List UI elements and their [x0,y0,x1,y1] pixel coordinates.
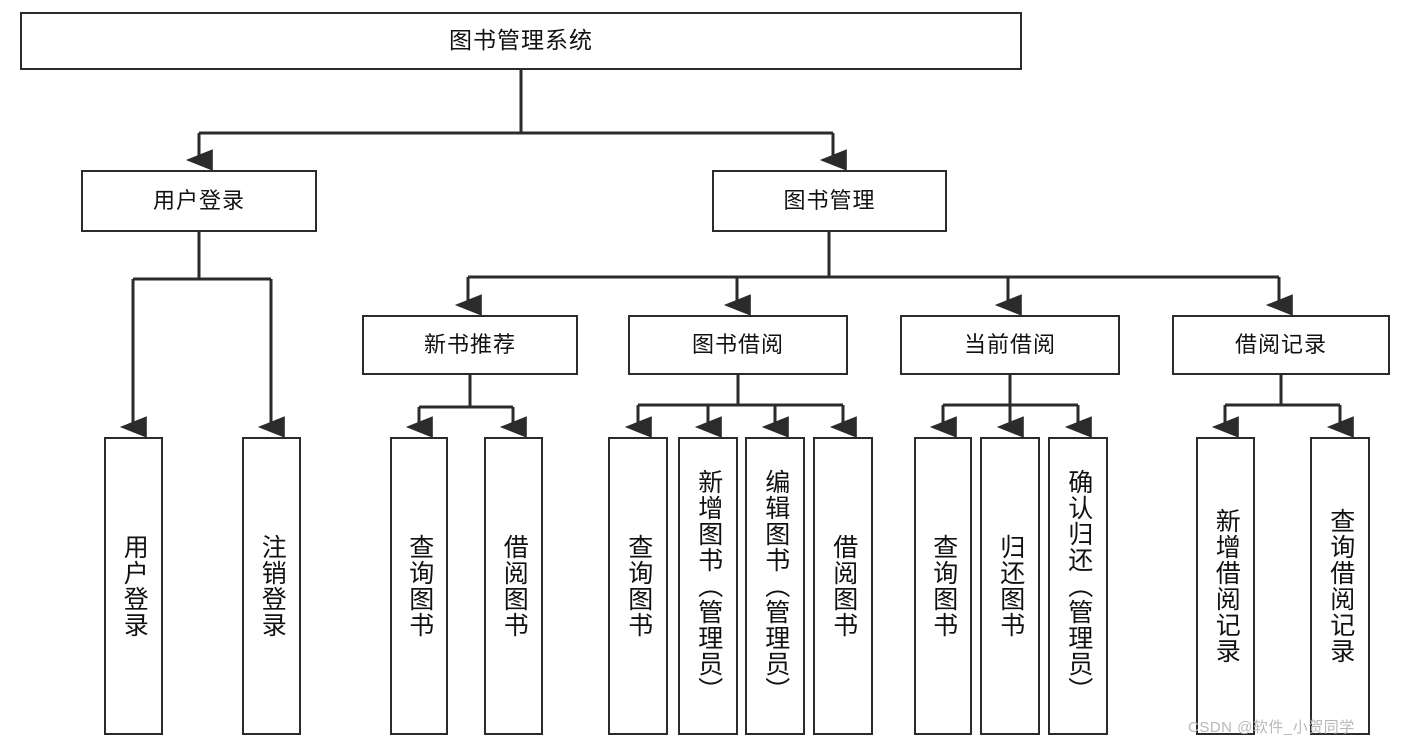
node-label: 借阅记录 [1234,331,1327,357]
leaf-borrow-book[interactable]: 借阅图书 [813,437,873,735]
node-label: 新书推荐 [423,331,516,357]
node-user-login[interactable]: 用户登录 [81,170,317,232]
csdn-watermark: CSDN @软件_小贺同学 [1188,719,1355,736]
node-label: 图书管理 [783,187,876,213]
node-root-system[interactable]: 图书管理系统 [20,12,1022,70]
leaf-edit-book-admin[interactable]: 编辑图书（管理员） [745,437,805,735]
node-label: 图书管理系统 [449,27,593,54]
leaf-query-book-current[interactable]: 查询图书 [914,437,972,735]
leaf-logout[interactable]: 注销登录 [242,437,301,735]
node-label: 注销登录 [258,534,287,638]
node-label: 查询图书 [405,534,434,638]
node-label: 归还图书 [996,534,1025,638]
leaf-query-borrow-record[interactable]: 查询借阅记录 [1310,437,1370,735]
node-label: 图书借阅 [691,331,784,357]
node-label: 当前借阅 [963,331,1056,357]
node-current-borrow[interactable]: 当前借阅 [900,315,1120,375]
leaf-add-borrow-record[interactable]: 新增借阅记录 [1196,437,1255,735]
node-label: 新增图书（管理员） [694,469,723,703]
leaf-query-book-recommend[interactable]: 查询图书 [390,437,448,735]
node-label: 编辑图书（管理员） [761,469,790,703]
leaf-user-login[interactable]: 用户登录 [104,437,163,735]
node-label: 借阅图书 [500,534,529,638]
node-label: 查询借阅记录 [1326,508,1355,664]
leaf-add-book-admin[interactable]: 新增图书（管理员） [678,437,738,735]
node-new-book-recommend[interactable]: 新书推荐 [362,315,578,375]
node-book-borrow[interactable]: 图书借阅 [628,315,848,375]
node-book-manage[interactable]: 图书管理 [712,170,947,232]
node-label: 确认归还（管理员） [1064,469,1093,703]
node-label: 查询图书 [624,534,653,638]
node-label: 查询图书 [929,534,958,638]
node-label: 用户登录 [120,534,149,638]
node-borrow-record[interactable]: 借阅记录 [1172,315,1390,375]
leaf-confirm-return-admin[interactable]: 确认归还（管理员） [1048,437,1108,735]
leaf-query-book-borrow[interactable]: 查询图书 [608,437,668,735]
node-label: 新增借阅记录 [1212,508,1241,664]
node-label: 借阅图书 [829,534,858,638]
leaf-borrow-book-recommend[interactable]: 借阅图书 [484,437,543,735]
leaf-return-book[interactable]: 归还图书 [980,437,1040,735]
node-label: 用户登录 [152,187,245,213]
